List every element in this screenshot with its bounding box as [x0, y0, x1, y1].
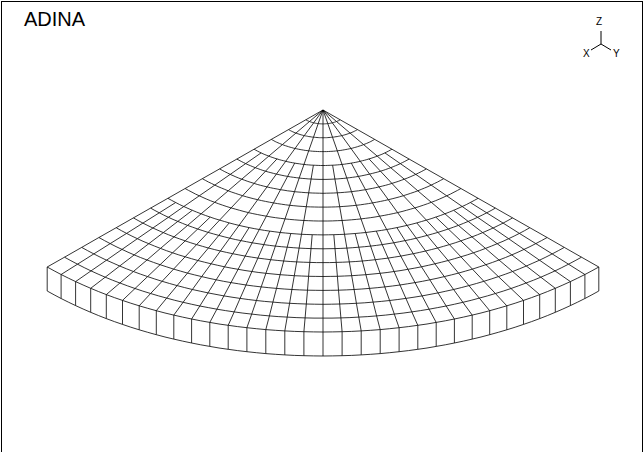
- program-watermark: ADINA: [24, 9, 85, 29]
- axis-label: Z: [596, 17, 602, 27]
- mesh-lines: [47, 110, 599, 356]
- axis-triad: [591, 31, 611, 50]
- axis-label: X: [583, 49, 590, 59]
- axis-label: Y: [613, 49, 620, 59]
- finite-element-mesh: [47, 110, 599, 356]
